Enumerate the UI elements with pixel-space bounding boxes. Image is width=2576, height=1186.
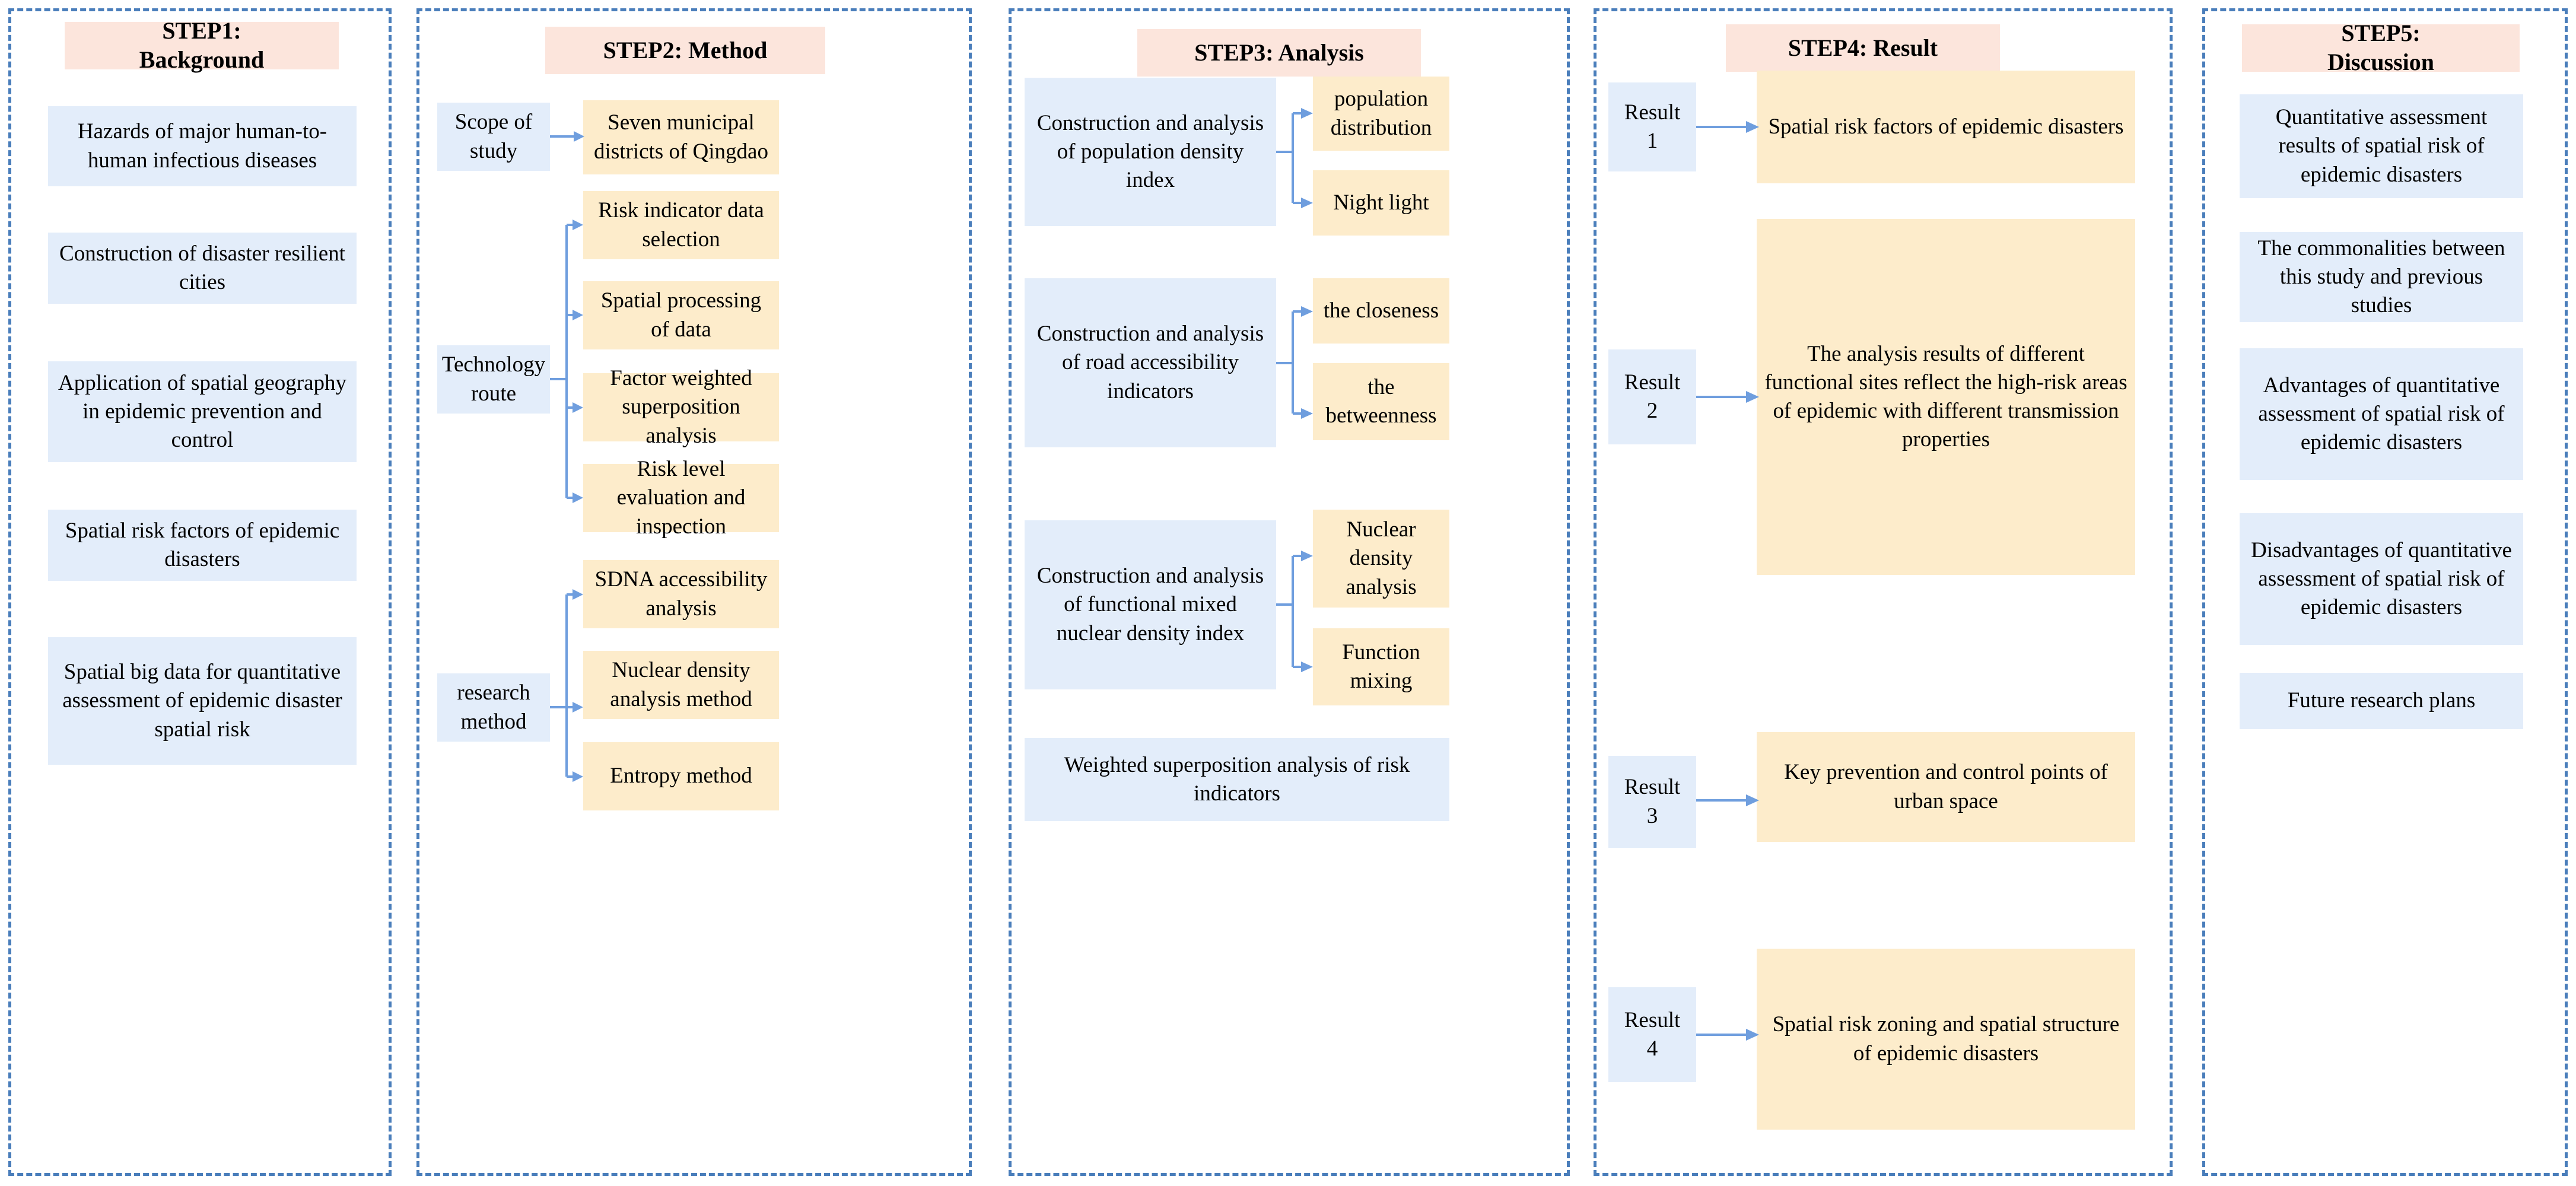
source-step3-population-density[interactable]: Construction and analysis of population … — [1025, 78, 1276, 226]
result-4-word: Result — [1624, 1007, 1681, 1032]
target-step2-1-2[interactable]: Factor weighted superposition analysis — [583, 366, 779, 448]
target-step3-2-1[interactable]: Function mixing — [1313, 628, 1449, 705]
connector-step2-group1 — [550, 220, 583, 503]
target-step2-2-1[interactable]: Nuclear density analysis method — [583, 651, 779, 719]
source-step4-result-3[interactable]: Result 3 — [1608, 756, 1696, 848]
target-step3-0-1[interactable]: Night light — [1313, 170, 1449, 236]
connector-step2-group0 — [550, 131, 584, 142]
panel-step3: STEP3: Analysis Construction and analysi… — [1009, 8, 1570, 1176]
connector-step2-group2 — [550, 589, 583, 782]
connector-step4-result3 — [1696, 794, 1759, 806]
result-3-number: 3 — [1646, 803, 1658, 828]
item-step1-1[interactable]: Construction of disaster resilient citie… — [48, 233, 357, 304]
item-step5-3[interactable]: Disadvantages of quantitative assessment… — [2240, 513, 2523, 645]
source-step2-technology-route[interactable]: Technology route — [437, 345, 550, 414]
connector-step4-result1 — [1696, 121, 1759, 133]
panel-step5: STEP5: Discussion Quantitative assessmen… — [2202, 8, 2568, 1176]
connector-step3-group1 — [1276, 306, 1313, 419]
header-step5: STEP5: Discussion — [2242, 20, 2520, 75]
header-step4: STEP4: Result — [1726, 24, 2000, 72]
header-step1-line1: STEP1: — [162, 17, 241, 44]
target-step3-1-0[interactable]: the closeness — [1313, 278, 1449, 344]
result-3-word: Result — [1624, 775, 1681, 800]
header-step5-line2: Discussion — [2327, 49, 2435, 75]
item-step3-standalone-0[interactable]: Weighted superposition analysis of risk … — [1025, 738, 1449, 821]
source-step4-result-4[interactable]: Result 4 — [1608, 987, 1696, 1082]
connector-step3-group0 — [1276, 108, 1313, 208]
result-2-number: 2 — [1646, 399, 1658, 423]
target-step2-2-2[interactable]: Entropy method — [583, 742, 779, 810]
connector-step3-group2 — [1276, 551, 1313, 672]
item-step1-3[interactable]: Spatial risk factors of epidemic disaste… — [48, 510, 357, 581]
header-step2: STEP2: Method — [545, 27, 825, 74]
result-2-word: Result — [1624, 370, 1681, 395]
item-step1-2[interactable]: Application of spatial geography in epid… — [48, 361, 357, 462]
source-step3-road-accessibility[interactable]: Construction and analysis of road access… — [1025, 278, 1276, 447]
target-step3-1-1[interactable]: the betweenness — [1313, 363, 1449, 440]
panel-step2: STEP2: Method Scope of study Seven munic… — [416, 8, 972, 1176]
source-step3-functional-mixed[interactable]: Construction and analysis of functional … — [1025, 520, 1276, 689]
target-step2-1-0[interactable]: Risk indicator data selection — [583, 191, 779, 259]
source-step2-research-method[interactable]: research method — [437, 673, 550, 742]
header-step1-line2: Background — [139, 46, 265, 73]
panel-step4: STEP4: Result Result 1 Spatial risk fact… — [1594, 8, 2173, 1176]
item-step5-1[interactable]: The commonalities between this study and… — [2240, 232, 2523, 322]
target-step3-2-0[interactable]: Nuclear density analysis — [1313, 510, 1449, 608]
source-step4-result-1[interactable]: Result 1 — [1608, 82, 1696, 171]
result-1-word: Result — [1624, 100, 1681, 125]
target-step3-0-0[interactable]: population distribution — [1313, 77, 1449, 151]
item-step1-4[interactable]: Spatial big data for quantitative assess… — [48, 637, 357, 765]
target-step4-3-0[interactable]: Spatial risk zoning and spatial structur… — [1757, 949, 2135, 1130]
header-step5-line1: STEP5: — [2341, 20, 2421, 47]
item-step5-0[interactable]: Quantitative assessment results of spati… — [2240, 94, 2523, 198]
panel-step1: STEP1: Background Hazards of major human… — [8, 8, 392, 1176]
connector-step4-result2 — [1696, 391, 1759, 403]
result-1-number: 1 — [1646, 129, 1658, 153]
target-step4-1-0[interactable]: The analysis results of different functi… — [1757, 219, 2135, 575]
target-step2-2-0[interactable]: SDNA accessibility analysis — [583, 560, 779, 628]
target-step4-0-0[interactable]: Spatial risk factors of epidemic disaste… — [1757, 71, 2135, 183]
source-step4-result-2[interactable]: Result 2 — [1608, 349, 1696, 444]
item-step1-0[interactable]: Hazards of major human-to-human infectio… — [48, 106, 357, 186]
header-step1: STEP1: Background — [65, 17, 339, 73]
target-step2-1-1[interactable]: Spatial processing of data — [583, 281, 779, 349]
result-4-number: 4 — [1646, 1036, 1658, 1061]
source-step2-scope-of-study[interactable]: Scope of study — [437, 103, 550, 171]
item-step5-2[interactable]: Advantages of quantitative assessment of… — [2240, 348, 2523, 480]
connector-step4-result4 — [1696, 1029, 1759, 1041]
target-step4-2-0[interactable]: Key prevention and control points of urb… — [1757, 732, 2135, 842]
target-step2-1-3[interactable]: Risk level evaluation and inspection — [583, 457, 779, 539]
header-step3: STEP3: Analysis — [1137, 29, 1421, 77]
item-step5-4[interactable]: Future research plans — [2240, 673, 2523, 729]
target-step2-0-0[interactable]: Seven municipal districts of Qingdao — [583, 100, 779, 174]
